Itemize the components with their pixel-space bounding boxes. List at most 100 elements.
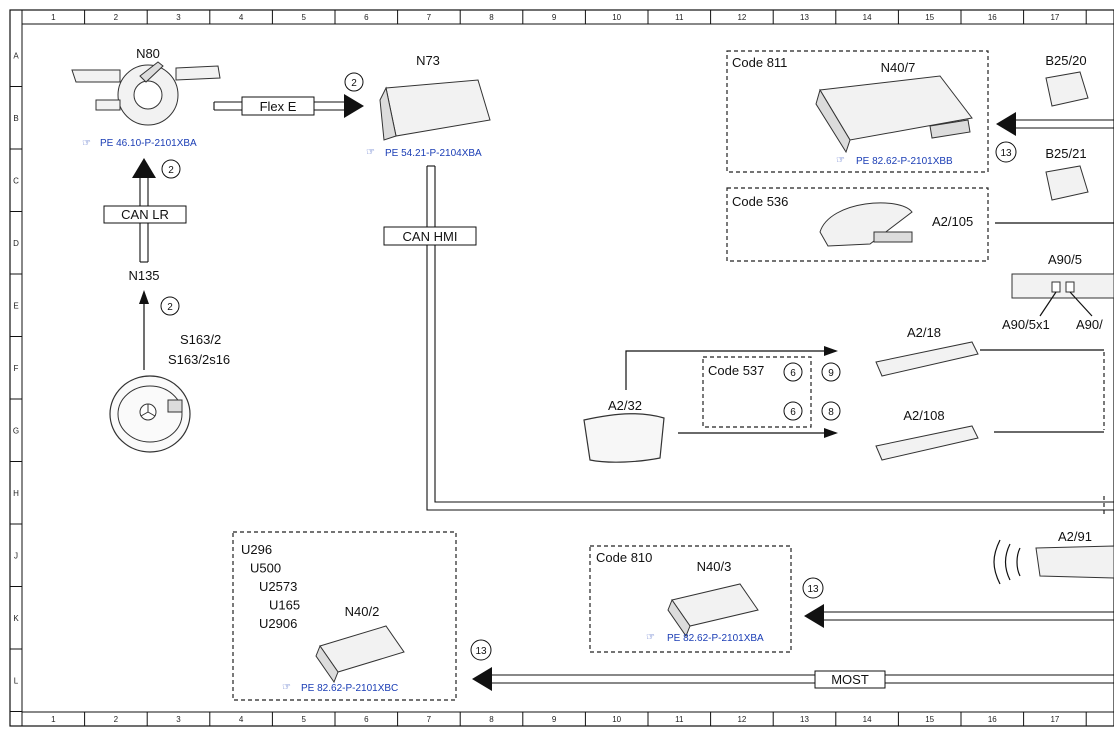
a90-5x1-label[interactable]: A90/5x1: [1002, 317, 1050, 332]
a2-91-component[interactable]: [993, 539, 1114, 585]
svg-text:9: 9: [828, 368, 834, 379]
code-810-label: Code 810: [596, 550, 652, 565]
column-label-top: 5: [301, 13, 306, 22]
column-label-bottom: 11: [675, 715, 684, 724]
a2-18-component[interactable]: [875, 341, 979, 377]
row-label: F: [14, 364, 19, 373]
a2-32-label[interactable]: A2/32: [608, 398, 642, 413]
can-lr-label-box: [103, 205, 187, 224]
b25-21-component[interactable]: [1045, 165, 1089, 201]
svg-text:8: 8: [828, 407, 834, 418]
n40-3-reference-text: PE 82.62-P-2101XBA: [667, 633, 764, 644]
marker-flex-e: 2: [344, 72, 364, 92]
n135-label[interactable]: N135: [128, 268, 159, 283]
column-label-top: 1: [51, 13, 56, 22]
a2-105-connector: [873, 231, 913, 243]
u-code-item: U500: [250, 561, 281, 576]
pointing-hand-icon: ☞: [282, 682, 291, 693]
can-lr-label: CAN LR: [121, 207, 169, 222]
b25-21-label[interactable]: B25/21: [1045, 146, 1086, 161]
column-label-top: 11: [675, 13, 684, 22]
n80-component[interactable]: N80: [71, 46, 221, 126]
n40-2-label[interactable]: N40/2: [345, 604, 380, 619]
row-label: C: [13, 176, 19, 185]
column-label-top: 17: [1050, 13, 1059, 22]
column-label-bottom: 8: [489, 715, 494, 724]
n80-right-stalk: [175, 65, 221, 81]
n40-2-reference[interactable]: ☞ PE 82.62-P-2101XBC: [282, 682, 398, 694]
s163-2-label[interactable]: S163/2: [180, 332, 221, 347]
marker-537-d: 8: [821, 401, 841, 421]
a2-108-component[interactable]: [875, 425, 979, 461]
a90-5x1-leader: [1039, 291, 1057, 317]
flex-e-arrow: [344, 94, 364, 118]
code-537-label: Code 537: [708, 363, 764, 378]
column-label-top: 15: [925, 13, 934, 22]
column-label-bottom: 7: [427, 715, 432, 724]
svg-text:2: 2: [167, 302, 173, 313]
n73-reference-text: PE 54.21-P-2104XBA: [385, 148, 482, 159]
code-810-box: [589, 545, 792, 653]
a2-91-signal-arc-3: [1016, 547, 1021, 577]
steering-wheel-inner: [117, 385, 183, 443]
n73-component[interactable]: N73: [379, 53, 491, 141]
code-811-label: Code 811: [732, 55, 787, 70]
column-label-bottom: 2: [114, 715, 119, 724]
n40-3-component[interactable]: [667, 583, 759, 638]
column-label-top: 7: [427, 13, 432, 22]
n40-7-reference[interactable]: ☞ PE 82.62-P-2101XBB: [836, 155, 953, 167]
marker-537-b: 9: [821, 362, 841, 382]
u-code-item: U2573: [259, 579, 297, 594]
a2-91-label[interactable]: A2/91: [1058, 529, 1092, 544]
code-536-label: Code 536: [732, 194, 788, 209]
s163-2s16-button: [167, 399, 183, 413]
a2-108-label[interactable]: A2/108: [903, 408, 944, 423]
row-label: K: [13, 614, 19, 623]
b25-20-label[interactable]: B25/20: [1045, 53, 1086, 68]
flex-e-label: Flex E: [260, 99, 297, 114]
most-label-box: [814, 670, 886, 689]
n40-3-label[interactable]: N40/3: [697, 559, 732, 574]
a2-18-label[interactable]: A2/18: [907, 325, 941, 340]
n40-3-input-bus: [804, 604, 1114, 628]
column-label-top: 3: [176, 13, 181, 22]
a90-5-label[interactable]: A90/5: [1048, 252, 1082, 267]
n40-3-reference[interactable]: ☞ PE 82.62-P-2101XBA: [646, 632, 764, 644]
n40-7-component[interactable]: [815, 75, 973, 154]
a90-5-component[interactable]: [1011, 273, 1114, 299]
steering-wheel-component[interactable]: [109, 375, 191, 453]
row-label: D: [13, 239, 19, 248]
svg-text:13: 13: [807, 584, 819, 595]
u-code-item: U2906: [259, 616, 297, 631]
marker-537-c: 6: [783, 401, 803, 421]
column-label-bottom: 17: [1050, 715, 1059, 724]
n40-7-label[interactable]: N40/7: [881, 60, 916, 75]
n73-reference[interactable]: ☞ PE 54.21-P-2104XBA: [366, 147, 482, 159]
marker-n135: 2: [160, 296, 180, 316]
ruler-ticks: [10, 10, 1087, 726]
column-label-top: 13: [800, 13, 809, 22]
a2-32-component[interactable]: [583, 413, 665, 463]
a90-5x2-label[interactable]: A90/: [1076, 317, 1103, 332]
column-label-bottom: 14: [863, 715, 872, 724]
svg-text:6: 6: [790, 407, 796, 418]
n40-7-connector: [929, 119, 971, 139]
a2-105-label[interactable]: A2/105: [932, 214, 973, 229]
n80-reference-text: PE 46.10-P-2101XBA: [100, 138, 197, 149]
b25-20-component[interactable]: [1045, 71, 1089, 107]
a2-91-signal-arc-2: [1004, 543, 1011, 581]
column-label-bottom: 13: [800, 715, 809, 724]
svg-text:13: 13: [1000, 148, 1012, 159]
row-label: E: [13, 301, 18, 310]
n40-2-component[interactable]: [315, 625, 405, 684]
s163-2s16-label[interactable]: S163/2s16: [168, 352, 230, 367]
n80-reference[interactable]: ☞ PE 46.10-P-2101XBA: [82, 138, 197, 149]
column-label-top: 12: [737, 13, 746, 22]
a90-5x1-socket: [1051, 281, 1061, 293]
a2-105-component[interactable]: [819, 202, 913, 247]
a2-32-to-a2-108-wire: [678, 428, 838, 438]
column-label-top: 9: [552, 13, 557, 22]
